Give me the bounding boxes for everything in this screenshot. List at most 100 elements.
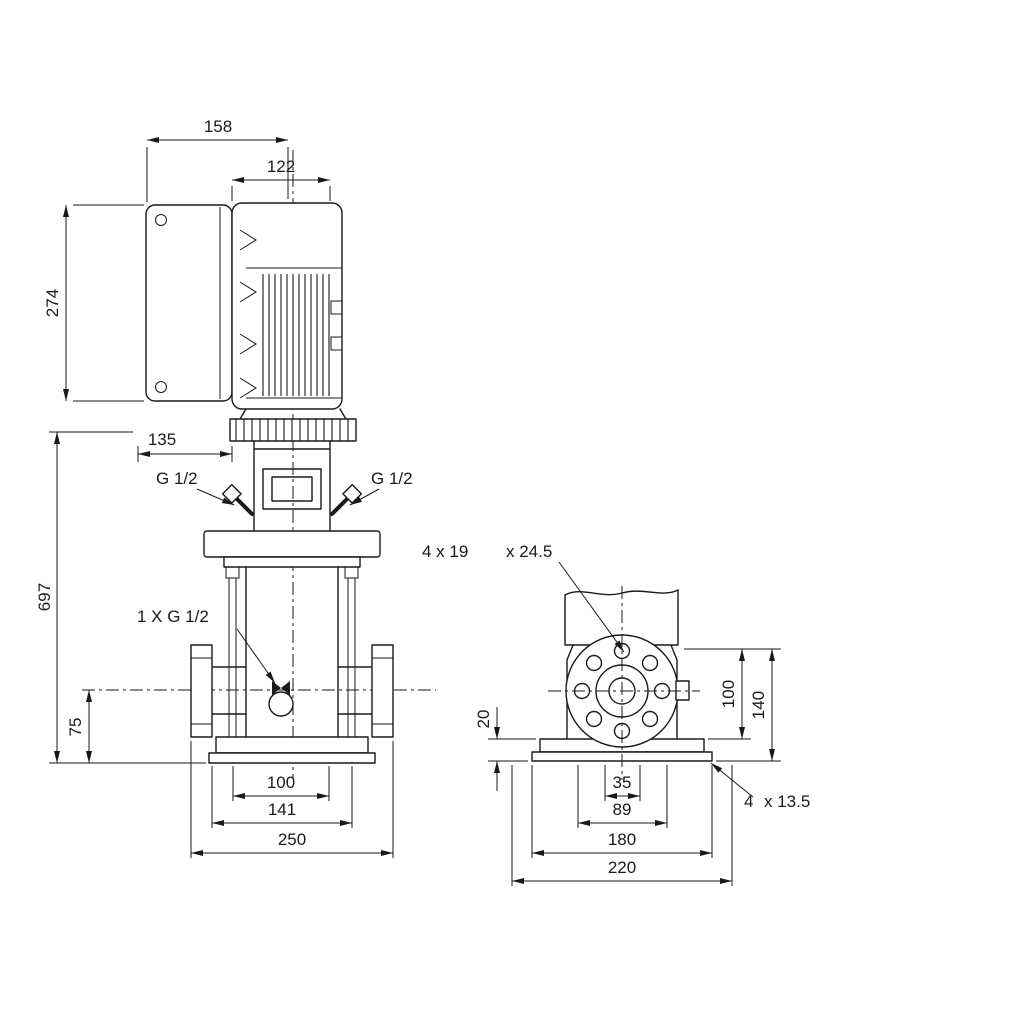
discharge-flange (337, 644, 394, 738)
base-upper (215, 736, 369, 754)
dim-100-bottom: 100 (232, 766, 330, 801)
dim-158-ext (146, 147, 289, 202)
motor-body (231, 202, 343, 410)
dim-122-label: 122 (267, 157, 295, 176)
dim-100-right: 100 (684, 648, 781, 740)
dim-35-label: 35 (613, 773, 632, 792)
drain-note: 1 X G 1/2 (137, 607, 276, 684)
staybolt-rods (228, 578, 356, 737)
suction-flange (190, 644, 247, 738)
adapter-band (229, 418, 357, 442)
adapter-hatch (235, 419, 349, 441)
dim-20-label: 20 (474, 710, 493, 729)
dim-89: 89 (577, 765, 668, 828)
flange-holes-note: 4 x 19 x 24.5 (422, 542, 625, 653)
dim-141-label: 141 (268, 800, 296, 819)
bolt-hole (641, 654, 659, 672)
plug-right-note: G 1/2 (349, 469, 413, 506)
dim-89-ext (577, 765, 668, 828)
dim-100-label: 100 (267, 773, 295, 792)
dim-122-ext (231, 186, 331, 201)
lantern-sides (253, 440, 331, 532)
dim-141-ext (211, 766, 353, 828)
drain-label: 1 X G 1/2 (137, 607, 209, 626)
dim-250: 250 (190, 741, 394, 858)
dim-135-label: 135 (148, 430, 176, 449)
bolt-hole (641, 710, 659, 728)
lantern-window (262, 468, 322, 510)
bolt-hole (585, 710, 603, 728)
staybolts (225, 566, 359, 737)
suction-pipe (211, 666, 247, 715)
dim-158: 158 (146, 117, 289, 202)
base-foot (208, 752, 376, 764)
dim-100r-ext (684, 648, 781, 740)
plug-left-note: G 1/2 (156, 469, 235, 506)
base-note-a: 4 (744, 792, 753, 811)
dim-250-label: 250 (278, 830, 306, 849)
adapter-neck (239, 408, 347, 420)
suction-bolt-lines (191, 657, 212, 725)
drain-valve-symbol (272, 681, 290, 695)
dim-140: 140 (716, 649, 781, 762)
plug-left-stub (234, 496, 254, 516)
flange-note-a: 4 x 19 (422, 542, 468, 561)
flange-note-b: x 24.5 (506, 542, 552, 561)
dim-250-ext (190, 741, 394, 858)
head-step (223, 556, 361, 568)
motor-flange-adapter (229, 408, 357, 442)
head-slab (203, 530, 381, 558)
dim-135: 135 (137, 430, 233, 462)
drain-plug (268, 681, 294, 717)
coupling-lantern (253, 440, 331, 532)
drain-boss (268, 691, 294, 717)
dim-122: 122 (231, 157, 331, 201)
dim-220-ext (511, 765, 733, 886)
dim-158-label: 158 (204, 117, 232, 136)
plug-left-leader (196, 488, 235, 506)
chamber-stack-sides (245, 566, 339, 738)
base-note-b: x 13.5 (764, 792, 810, 811)
dim-697: 697 (35, 431, 206, 764)
dim-75: 75 (66, 690, 92, 763)
motor-side-tabs (330, 300, 343, 351)
dim-274: 274 (43, 204, 144, 402)
dim-180-label: 180 (608, 830, 636, 849)
dim-20: 20 (474, 707, 536, 791)
dim-220: 220 (511, 765, 733, 886)
dim-100r-label: 100 (719, 680, 738, 708)
plug-right-leader (349, 488, 380, 506)
fan-cover-joint (246, 267, 342, 399)
side-view: 158 122 274 135 697 75 (35, 117, 436, 858)
staybolt-nuts (225, 566, 359, 579)
coupling (271, 476, 313, 502)
drain-leader (236, 628, 276, 684)
terminal-clips (239, 229, 257, 399)
dim-141: 141 (211, 766, 353, 828)
pump-head-flange (203, 530, 381, 568)
control-box-screw-bottom (155, 381, 167, 393)
dim-697-label: 697 (35, 583, 54, 611)
dim-274-label: 274 (43, 289, 62, 317)
discharge-pipe (337, 666, 373, 715)
gauge-plug-left (221, 483, 254, 516)
motor-control-box (145, 204, 233, 402)
dim-140-label: 140 (749, 691, 768, 719)
plug-right-stub (330, 496, 350, 516)
dim-75-label: 75 (66, 718, 85, 737)
control-box-outline (145, 204, 233, 402)
control-box-screw-top (155, 214, 167, 226)
end-adapter (566, 644, 678, 661)
plug-left-label: G 1/2 (156, 469, 198, 488)
suction-flange-plate (190, 644, 213, 738)
dim-274-ext (73, 204, 144, 402)
dim-220-label: 220 (608, 858, 636, 877)
discharge-flange-plate (371, 644, 394, 738)
dim-180-ext (531, 765, 713, 858)
dim-180: 180 (531, 765, 713, 858)
plug-right-label: G 1/2 (371, 469, 413, 488)
flange-note-leader (558, 561, 625, 653)
end-view: 4 x 19 x 24.5 20 100 140 35 (422, 542, 810, 886)
